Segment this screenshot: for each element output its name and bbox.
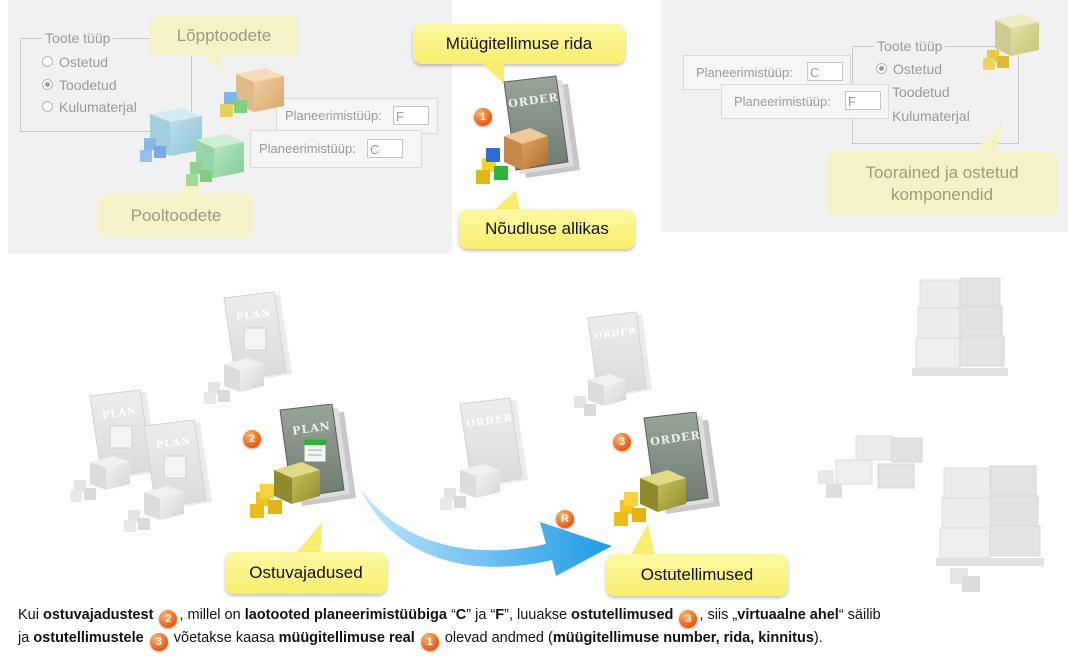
caption-bold: ostuvajadustest bbox=[43, 607, 154, 623]
badge-3-inline: 3 bbox=[679, 610, 698, 628]
badge-1: 1 bbox=[474, 108, 492, 126]
radio-label: Toodetud bbox=[59, 77, 117, 93]
caption-bold: F bbox=[495, 607, 505, 623]
radio-icon bbox=[42, 56, 53, 67]
planning-type-label: Planeerimistüüp: bbox=[285, 108, 382, 123]
caption-bold: müügitellimuse number, rida, kinnitus bbox=[552, 630, 814, 646]
callout-pointer bbox=[292, 522, 322, 558]
radio-label: Ostetud bbox=[893, 61, 943, 77]
radio-consumable[interactable]: Kulumaterjal bbox=[876, 108, 970, 124]
planning-type-field-c: Planeerimistüüp: C bbox=[250, 130, 422, 168]
conversion-arrow-icon bbox=[360, 488, 612, 576]
planning-type-input[interactable]: C bbox=[367, 139, 403, 158]
radio-label: Toodetud bbox=[892, 84, 950, 100]
plan-doc-title: PLAN bbox=[291, 419, 331, 437]
raw-materials-box-icon bbox=[983, 14, 1039, 70]
purchase-order-document-icon: ORDER bbox=[614, 412, 720, 526]
badge-2: 2 bbox=[243, 430, 261, 448]
callout-purchase-requisitions: Ostuvajadused bbox=[225, 552, 387, 594]
product-type-legend: Toote tüüp bbox=[42, 30, 114, 46]
faded-pallet-stack-icon bbox=[936, 465, 1044, 592]
caption-text: ja bbox=[18, 630, 34, 646]
caption-text: , siis „ bbox=[699, 607, 738, 623]
caption-text: Kui bbox=[18, 607, 43, 623]
faded-order-document-icon: ORDER bbox=[440, 397, 528, 510]
badge-3-inline: 3 bbox=[149, 633, 168, 651]
faded-plan-document-icon: PLAN bbox=[204, 291, 292, 404]
faded-box-group-icon bbox=[818, 435, 923, 498]
faded-pallet-stack-icon bbox=[912, 277, 1008, 376]
plan-doc-title: PLAN bbox=[101, 406, 138, 422]
semi-finished-goods-green-box-icon bbox=[186, 134, 244, 186]
caption-text: “ säilib bbox=[838, 607, 881, 623]
finished-goods-box-icon bbox=[220, 68, 284, 117]
caption-line-2: ja ostutellimustele 3 võetakse kaasa müü… bbox=[18, 628, 1058, 651]
radio-manufactured[interactable]: Toodetud bbox=[42, 77, 117, 93]
radio-label: Kulumaterjal bbox=[892, 108, 970, 124]
product-type-legend: Toote tüüp bbox=[874, 38, 946, 54]
callout-semi-finished-goods: Pooltoodete bbox=[98, 194, 254, 238]
caption-text: ”, luuakse bbox=[504, 607, 572, 623]
faded-plan-document-icon: PLAN bbox=[124, 419, 212, 532]
radio-label: Kulumaterjal bbox=[59, 99, 137, 115]
callout-raw-materials: Toorained ja ostetud komponendid bbox=[827, 152, 1057, 216]
radio-purchased[interactable]: Ostetud bbox=[876, 61, 942, 77]
callout-sales-order-line: Müügitellimuse rida bbox=[413, 24, 625, 64]
planning-type-field-f: Planeerimistüüp: F bbox=[276, 98, 438, 134]
faded-order-document-icon: ORDER bbox=[574, 311, 652, 416]
caption-bold: ostutellimustele bbox=[33, 630, 144, 646]
callout-pointer bbox=[492, 190, 520, 212]
caption-line-1: Kui ostuvajadustest 2, millel on laotoot… bbox=[18, 605, 1058, 628]
radio-label: Ostetud bbox=[59, 54, 109, 70]
planning-type-label: Planeerimistüüp: bbox=[259, 141, 356, 156]
radio-selected-icon bbox=[876, 63, 887, 74]
faded-plan-document-icon: PLAN bbox=[70, 389, 158, 502]
planning-type-field-f: Planeerimistüüp: F bbox=[721, 84, 889, 119]
product-type-manufactured-panel: Toote tüüp Ostetud Toodetud Kulumaterjal… bbox=[8, 0, 452, 253]
plan-doc-title: PLAN bbox=[155, 436, 192, 452]
semi-finished-goods-blue-box-icon bbox=[140, 108, 202, 162]
badge-2-inline: 2 bbox=[159, 610, 178, 628]
caption-bold: ostutellimused bbox=[571, 607, 674, 623]
caption-text: olevad andmed ( bbox=[440, 630, 553, 646]
callout-raw-materials-text: Toorained ja ostetud komponendid bbox=[865, 163, 1019, 204]
plan-doc-title: PLAN bbox=[235, 308, 272, 324]
callout-finished-goods: Lõpptoodete bbox=[150, 16, 298, 56]
badge-r: R bbox=[556, 510, 574, 528]
caption-bold: C bbox=[455, 607, 467, 623]
caption-bold: müügitellimuse real bbox=[278, 630, 415, 646]
product-type-purchased-panel: Toote tüüp Ostetud Toodetud Kulumaterjal… bbox=[661, 0, 1068, 232]
caption-text: ” ja “ bbox=[466, 607, 496, 623]
callout-pointer bbox=[478, 60, 504, 84]
callout-pointer bbox=[970, 122, 1002, 156]
caption-text: võetakse kaasa bbox=[169, 630, 279, 646]
radio-icon bbox=[42, 101, 53, 112]
caption-text: ). bbox=[813, 630, 823, 646]
purchase-requisition-document-icon: PLAN bbox=[250, 404, 356, 518]
sales-order-document-icon: ORDER bbox=[476, 75, 580, 184]
caption-text: “ bbox=[446, 607, 456, 623]
planning-type-input[interactable]: C bbox=[807, 62, 843, 81]
badge-3: 3 bbox=[613, 433, 631, 451]
callout-demand-source: Nõudluse allikas bbox=[459, 209, 635, 249]
planning-type-input[interactable]: F bbox=[845, 91, 881, 110]
planning-type-label: Planeerimistüüp: bbox=[734, 94, 831, 109]
caption-bold: virtuaalne ahel bbox=[737, 607, 839, 623]
radio-manufactured[interactable]: Toodetud bbox=[876, 84, 950, 100]
planning-type-input[interactable]: F bbox=[393, 106, 429, 125]
callout-pointer bbox=[628, 524, 656, 560]
caption-bold: laotooted planeerimistüübiga bbox=[244, 607, 447, 623]
callout-purchase-orders: Ostutellimused bbox=[606, 554, 788, 596]
caption-text: , millel on bbox=[179, 607, 245, 623]
radio-purchased[interactable]: Ostetud bbox=[42, 54, 108, 70]
radio-selected-icon bbox=[42, 79, 53, 90]
planning-type-label: Planeerimistüüp: bbox=[696, 65, 793, 80]
badge-1-inline: 1 bbox=[420, 633, 439, 651]
radio-consumable[interactable]: Kulumaterjal bbox=[42, 99, 137, 115]
explanation-caption: Kui ostuvajadustest 2, millel on laotoot… bbox=[18, 605, 1058, 651]
